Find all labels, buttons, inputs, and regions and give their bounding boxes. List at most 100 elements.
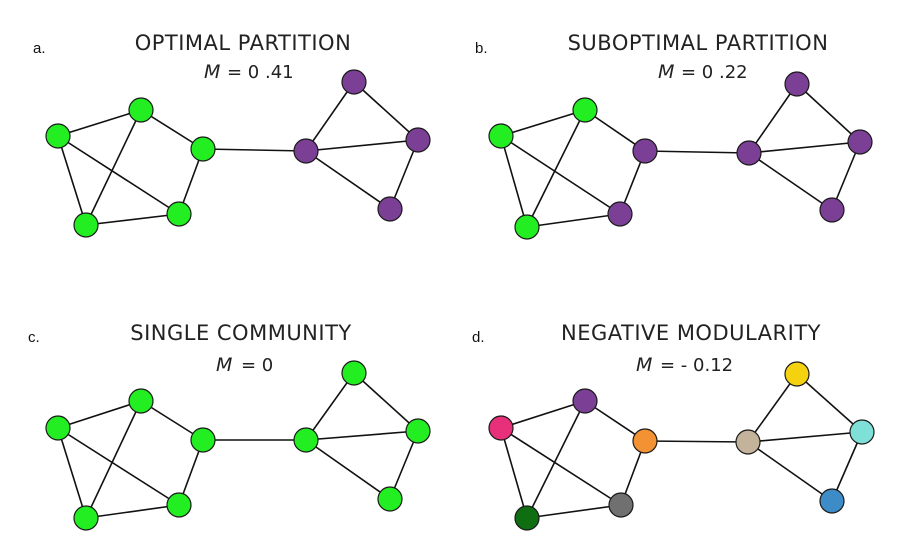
graph-edge <box>748 141 861 154</box>
graph-edge <box>796 83 861 143</box>
graph-node <box>377 196 403 222</box>
modularity-symbol: M <box>216 354 232 376</box>
graph-edge <box>748 83 798 154</box>
graph-edge <box>85 504 180 519</box>
graph-edge <box>305 430 419 441</box>
panel-c: c. SINGLE COMMUNITY M = 0 <box>28 321 431 531</box>
graph-edges <box>57 372 419 519</box>
graph-edge <box>85 400 142 519</box>
graph-node <box>405 418 431 444</box>
modularity-value: = 0 .22 <box>681 62 748 83</box>
graph-edge <box>526 400 586 519</box>
graph-edge <box>305 81 355 152</box>
graph-node <box>45 415 71 441</box>
graph-node <box>849 419 875 445</box>
graph-edge <box>747 431 863 443</box>
graph-node <box>377 486 403 512</box>
graph-edge <box>747 373 798 443</box>
graph-edge <box>500 109 586 137</box>
graph-node <box>735 429 761 455</box>
graph-edge <box>526 213 621 228</box>
graph-node <box>819 197 845 223</box>
graph-nodes <box>488 361 875 531</box>
graph-node <box>45 123 71 149</box>
panel-d: d. NEGATIVE MODULARITY M = - 0.12 <box>472 321 875 531</box>
graph-edge <box>353 372 419 432</box>
graph-node <box>190 427 216 453</box>
graph-node <box>341 69 367 95</box>
graph-edge <box>305 439 391 500</box>
graph-node <box>488 415 514 441</box>
graph-edge <box>644 150 750 154</box>
modularity-value: = 0 <box>241 355 273 376</box>
panel-title: SINGLE COMMUNITY <box>130 321 352 345</box>
panel-letter: b. <box>475 40 488 57</box>
graph-node <box>128 97 154 123</box>
panel-letter: c. <box>28 329 40 346</box>
panel-a: a. OPTIMAL PARTITION M = 0 .41 <box>33 31 431 238</box>
graph-node <box>608 492 634 518</box>
graph-node <box>514 214 540 240</box>
graph-edge <box>748 152 833 211</box>
graph-edge <box>500 400 586 429</box>
graph-node <box>632 428 658 454</box>
graph-edge <box>644 440 749 443</box>
modularity-symbol: M <box>204 61 220 83</box>
graph-edge <box>57 135 180 215</box>
graph-edge <box>57 400 142 429</box>
graph-node <box>784 71 810 97</box>
graph-edge <box>305 139 419 152</box>
panel-title: NEGATIVE MODULARITY <box>561 321 821 345</box>
modularity-symbol: M <box>636 354 652 376</box>
graph-edge <box>796 373 863 433</box>
graph-edge <box>500 427 528 519</box>
modularity-symbol: M <box>658 61 674 83</box>
graph-edge <box>57 135 87 226</box>
graph-node <box>166 201 192 227</box>
graph-node <box>819 488 845 514</box>
graph-edge <box>500 135 528 228</box>
graph-node <box>784 361 810 387</box>
graph-node <box>607 201 633 227</box>
graph-edge <box>202 148 307 152</box>
panel-b: b. SUBOPTIMAL PARTITION M = 0 .22 <box>475 31 873 240</box>
graph-edge <box>500 135 621 215</box>
graph-edge <box>85 213 180 226</box>
graph-node <box>341 360 367 386</box>
graph-edges <box>500 83 861 228</box>
graph-edge <box>747 441 833 502</box>
graph-node <box>190 136 216 162</box>
graph-node <box>128 388 154 414</box>
graph-edge <box>526 504 622 519</box>
panel-title: OPTIMAL PARTITION <box>135 31 352 55</box>
graph-node <box>736 140 762 166</box>
graph-edges <box>57 81 419 226</box>
graph-node <box>572 388 598 414</box>
graph-node <box>488 123 514 149</box>
graph-edges <box>500 373 863 519</box>
panel-letter: a. <box>33 40 46 57</box>
graph-node <box>166 492 192 518</box>
modularity-value: = 0 .41 <box>227 62 294 83</box>
panel-letter: d. <box>472 329 485 346</box>
modularity-value: = - 0.12 <box>660 355 733 376</box>
graph-node <box>847 129 873 155</box>
graph-node <box>293 138 319 164</box>
graph-edge <box>85 109 142 226</box>
graph-edge <box>305 150 391 210</box>
graph-nodes <box>45 360 431 531</box>
graph-edge <box>57 427 87 519</box>
graph-node <box>73 212 99 238</box>
graph-edge <box>57 109 142 137</box>
graph-node <box>632 138 658 164</box>
graph-node <box>293 427 319 453</box>
graph-nodes <box>45 69 431 238</box>
graph-node <box>514 505 540 531</box>
graph-edge <box>526 109 586 228</box>
graph-edge <box>353 81 419 141</box>
graph-nodes <box>488 71 873 240</box>
graph-node <box>405 127 431 153</box>
graph-node <box>73 505 99 531</box>
graph-edge <box>305 372 355 441</box>
